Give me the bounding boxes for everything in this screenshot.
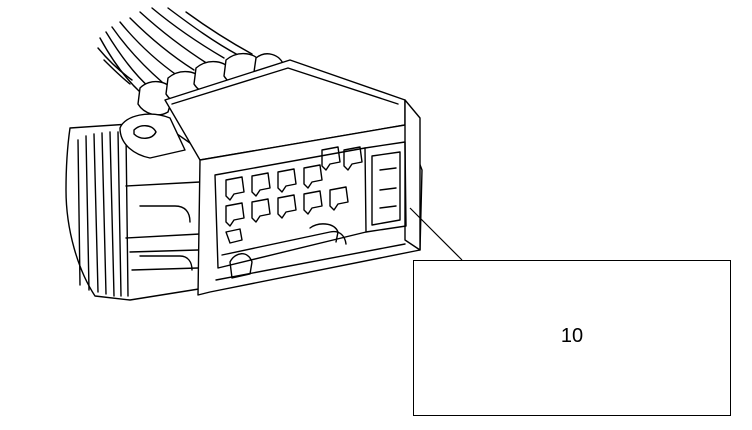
rear-cover [65, 121, 206, 301]
latch [119, 113, 186, 159]
connector-housing [164, 59, 423, 296]
callout-box: 10 [413, 260, 731, 416]
leader-line [409, 207, 463, 261]
callout-number: 10 [560, 325, 584, 347]
locking-rail [215, 223, 406, 281]
terminal-cavities [225, 146, 363, 244]
wire-bundle [97, 7, 253, 93]
